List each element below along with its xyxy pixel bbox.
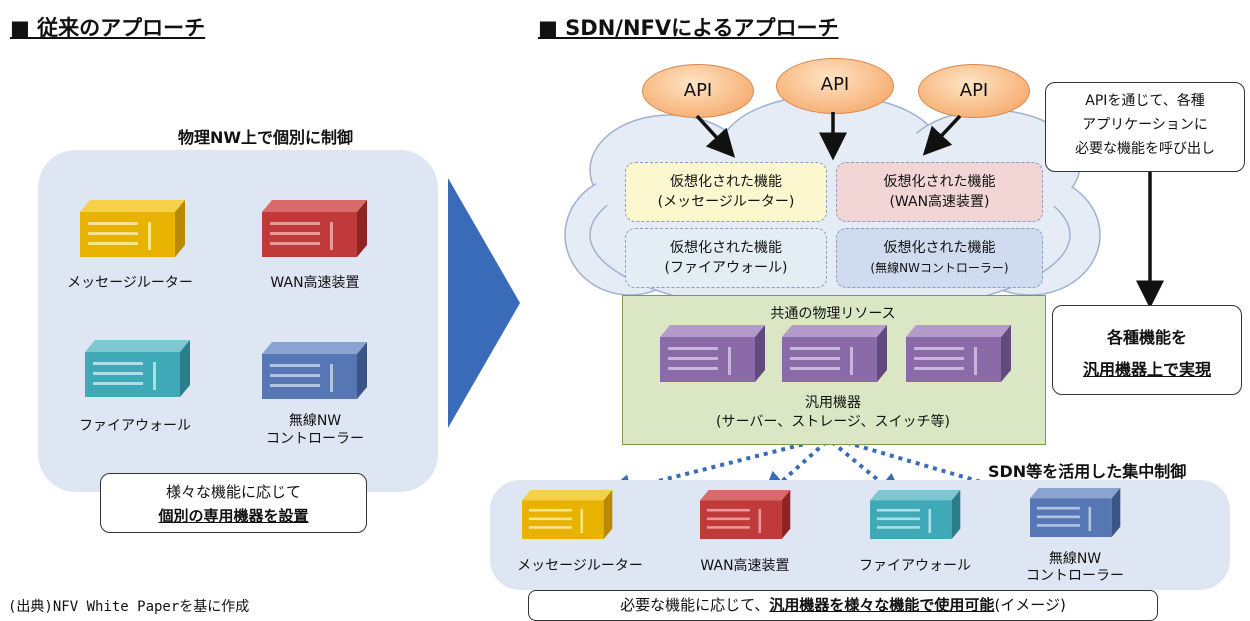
bottom-firewall-icon <box>870 490 960 545</box>
bottom-label-wan: WAN高速装置 <box>700 558 790 574</box>
bottom-note-bold: 汎用機器を様々な機能で使用可能 <box>769 596 995 614</box>
vnf-wan: 仮想化された機能 (WAN高速装置) <box>836 162 1043 222</box>
left-title: ■ 従来のアプローチ <box>10 16 206 40</box>
left-note-box: 様々な機能に応じて 個別の専用機器を設置 <box>100 473 367 533</box>
left-note-line2: 個別の専用機器を設置 <box>158 507 309 525</box>
bottom-router-icon <box>522 490 612 545</box>
device-label-wireless-2: コントローラー <box>266 431 364 447</box>
device-label-wireless-1: 無線NW <box>288 413 342 429</box>
api-note-box: APIを通じて、各種 アプリケーションに 必要な機能を呼び出し <box>1045 82 1245 172</box>
resource-title: 共通の物理リソース <box>770 306 896 322</box>
vnf-wireless-label: (無線NWコントローラー) <box>870 261 1009 275</box>
right-title: ■ SDN/NFVによるアプローチ <box>538 16 839 40</box>
realize-line1: 各種機能を <box>1106 328 1187 347</box>
source-note: (出典)NFV White Paperを基に作成 <box>8 599 250 615</box>
vnf-wireless: 仮想化された機能 (無線NWコントローラー) <box>836 228 1043 288</box>
device-label-wan: WAN高速装置 <box>270 275 360 291</box>
resource-line2: (サーバー、ストレージ、スイッチ等) <box>716 414 950 430</box>
vnf-router: 仮想化された機能 (メッセージルーター) <box>625 162 827 222</box>
bottom-wireless-icon <box>1030 488 1120 543</box>
bottom-note-pre: 必要な機能に応じて、 <box>620 596 770 614</box>
api-note-line1: APIを通じて、各種 <box>1085 93 1205 109</box>
api-bubble-2: API <box>776 58 894 114</box>
vnf-firewall-label: (ファイアウォール) <box>664 260 788 276</box>
vnf-router-label: (メッセージルーター) <box>657 194 795 210</box>
bottom-wan-icon <box>700 490 790 545</box>
bottom-label-firewall: ファイアウォール <box>859 558 971 574</box>
api-note-line2: アプリケーションに <box>1082 117 1208 133</box>
device-label-router: メッセージルーター <box>67 275 193 291</box>
resource-line1: 汎用機器 <box>805 395 861 411</box>
bottom-note-box: 必要な機能に応じて、汎用機器を様々な機能で使用可能(イメージ) <box>528 590 1158 621</box>
device-label-firewall: ファイアウォール <box>79 418 191 434</box>
api-note-line3: 必要な機能を呼び出し <box>1075 141 1215 157</box>
transition-arrow-icon <box>448 178 520 428</box>
generic-server-icon-2 <box>782 325 887 382</box>
vnf-firewall: 仮想化された機能 (ファイアウォール) <box>625 228 827 288</box>
realize-box: 各種機能を 汎用機器上で実現 <box>1052 305 1242 395</box>
realize-line2: 汎用機器上で実現 <box>1082 360 1211 379</box>
central-control-caption: SDN等を活用した集中制御 <box>988 462 1187 481</box>
vnf-wireless-head: 仮想化された機能 <box>883 240 996 256</box>
vnf-router-head: 仮想化された機能 <box>670 174 782 190</box>
bottom-label-wireless-1: 無線NW <box>1048 551 1102 567</box>
bottom-label-wireless-2: コントローラー <box>1026 568 1124 584</box>
bottom-note-post: (イメージ) <box>994 596 1066 614</box>
vnf-wan-head: 仮想化された機能 <box>883 174 996 190</box>
generic-server-icon-3 <box>906 325 1011 382</box>
left-note-line1: 様々な機能に応じて <box>165 483 301 501</box>
api-bubble-3: API <box>918 64 1030 118</box>
generic-server-icon-1 <box>660 325 765 382</box>
vnf-firewall-head: 仮想化された機能 <box>670 240 782 256</box>
bottom-label-router: メッセージルーター <box>517 558 643 574</box>
vnf-wan-label: (WAN高速装置) <box>889 194 990 210</box>
left-caption: 物理NW上で個別に制御 <box>178 128 354 147</box>
